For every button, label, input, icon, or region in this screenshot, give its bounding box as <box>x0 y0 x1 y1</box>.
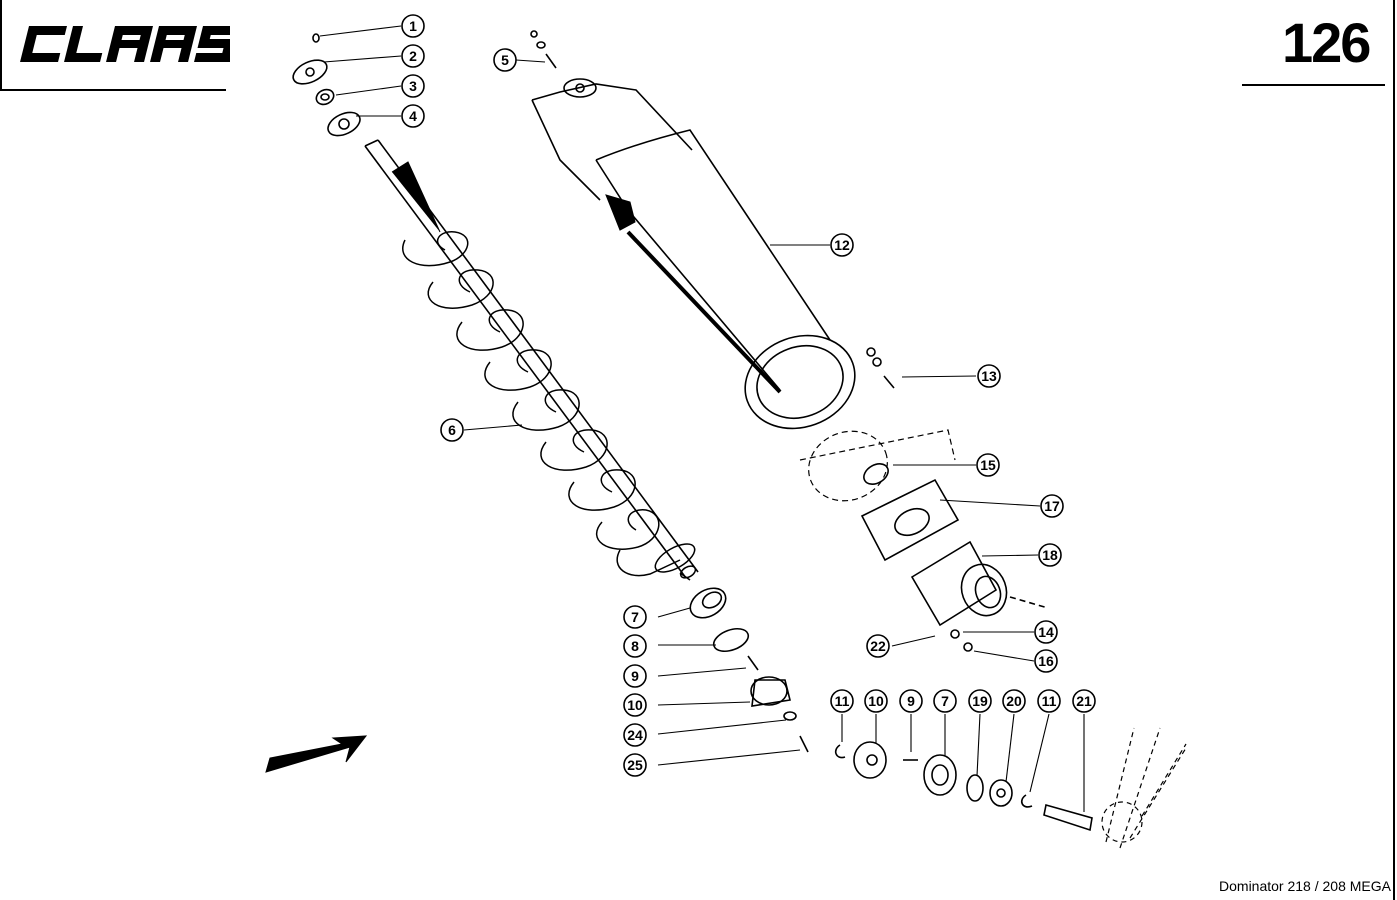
callout-7b <box>933 689 957 713</box>
frame-left <box>0 0 2 90</box>
callout-10b <box>864 689 888 713</box>
page-number: 126 <box>1282 11 1371 74</box>
callout-label: 21 <box>1076 693 1092 709</box>
part-sprocket-dashed <box>1101 727 1187 849</box>
callout-8 <box>623 634 647 658</box>
callout-19 <box>968 689 992 713</box>
callout-21 <box>1072 689 1096 713</box>
callout-label: 4 <box>409 108 417 124</box>
callout-11b <box>1037 689 1061 713</box>
part-washer-left <box>783 711 797 721</box>
header-rule-left <box>0 89 226 91</box>
callout-17 <box>1040 494 1064 518</box>
callout-16 <box>1034 649 1058 673</box>
header-rule-right <box>1242 84 1385 86</box>
callout-1 <box>401 14 425 38</box>
callout-label: 9 <box>631 668 639 684</box>
callout-label: 25 <box>627 757 643 773</box>
callout-label: 19 <box>972 693 988 709</box>
part-bushing <box>315 88 335 106</box>
callout-label: 8 <box>631 638 639 654</box>
callout-label: 20 <box>1006 693 1022 709</box>
callout-5 <box>493 48 517 72</box>
callout-label: 11 <box>1042 693 1057 709</box>
part-shaft-21 <box>1043 803 1093 832</box>
part-bearing-flange <box>327 111 361 137</box>
part-cover-dashed <box>799 429 956 502</box>
callout-label: 5 <box>501 52 509 68</box>
callout-24 <box>623 723 647 747</box>
callout-label: 12 <box>834 237 850 253</box>
callout-label: 9 <box>907 693 915 709</box>
part-key-left <box>747 655 759 671</box>
callout-label: 6 <box>448 422 456 438</box>
callouts <box>401 14 1096 777</box>
callout-2 <box>401 44 425 68</box>
part-washer-nut <box>950 629 973 652</box>
callout-label: 2 <box>409 48 417 64</box>
callout-13 <box>977 364 1001 388</box>
callout-label: 17 <box>1044 498 1060 514</box>
callout-label: 7 <box>941 693 949 709</box>
part-bolt-left <box>799 735 809 753</box>
callout-11a <box>830 689 854 713</box>
claas-logo <box>20 26 230 62</box>
part-gear-housing <box>910 540 1049 627</box>
part-screw-top <box>530 30 557 69</box>
part-screw-small <box>312 33 320 43</box>
callout-9b <box>899 689 923 713</box>
callout-label: 10 <box>868 693 884 709</box>
part-circlip-1 <box>834 744 846 759</box>
part-bevel-gear-2 <box>853 741 887 779</box>
callout-label: 7 <box>631 609 639 625</box>
callout-label: 11 <box>835 693 850 709</box>
part-circlip-2 <box>1020 794 1033 808</box>
callout-6 <box>440 418 464 442</box>
callout-label: 22 <box>870 638 886 654</box>
callout-15 <box>976 453 1000 477</box>
part-gasket <box>863 463 889 485</box>
part-snap-ring-left <box>712 627 750 653</box>
callout-label: 10 <box>627 697 643 713</box>
callout-3 <box>401 74 425 98</box>
callout-12 <box>830 233 854 257</box>
direction-arrow <box>265 735 368 773</box>
callout-20 <box>1002 689 1026 713</box>
model-label: Dominator 218 / 208 MEGA <box>1219 878 1391 894</box>
part-bearing-left <box>689 587 727 619</box>
auger-shaft <box>364 139 699 581</box>
callout-7a <box>623 605 647 629</box>
part-ring-19 <box>966 774 984 802</box>
callout-label: 24 <box>627 727 643 743</box>
callout-9a <box>623 664 647 688</box>
callout-label: 1 <box>409 18 417 34</box>
callout-label: 3 <box>409 78 417 94</box>
part-bearing-20 <box>989 779 1013 807</box>
frame-right <box>1393 0 1395 900</box>
callout-label: 18 <box>1042 547 1058 563</box>
part-plate-flange <box>292 59 328 85</box>
auger-flights <box>402 231 697 579</box>
callout-10a <box>623 693 647 717</box>
auger-tube <box>531 78 856 430</box>
callout-18 <box>1038 543 1062 567</box>
callout-label: 16 <box>1038 653 1054 669</box>
callout-4 <box>401 104 425 128</box>
part-bevel-gear-left <box>750 676 791 707</box>
part-bearing-2 <box>923 754 957 796</box>
callout-25 <box>623 753 647 777</box>
callout-label: 15 <box>980 457 996 473</box>
callout-label: 14 <box>1038 624 1054 640</box>
callout-22 <box>866 634 890 658</box>
part-housing-flange <box>860 478 960 562</box>
part-bolt-nuts <box>866 347 895 389</box>
callout-14 <box>1034 620 1058 644</box>
callout-label: 13 <box>981 368 997 384</box>
